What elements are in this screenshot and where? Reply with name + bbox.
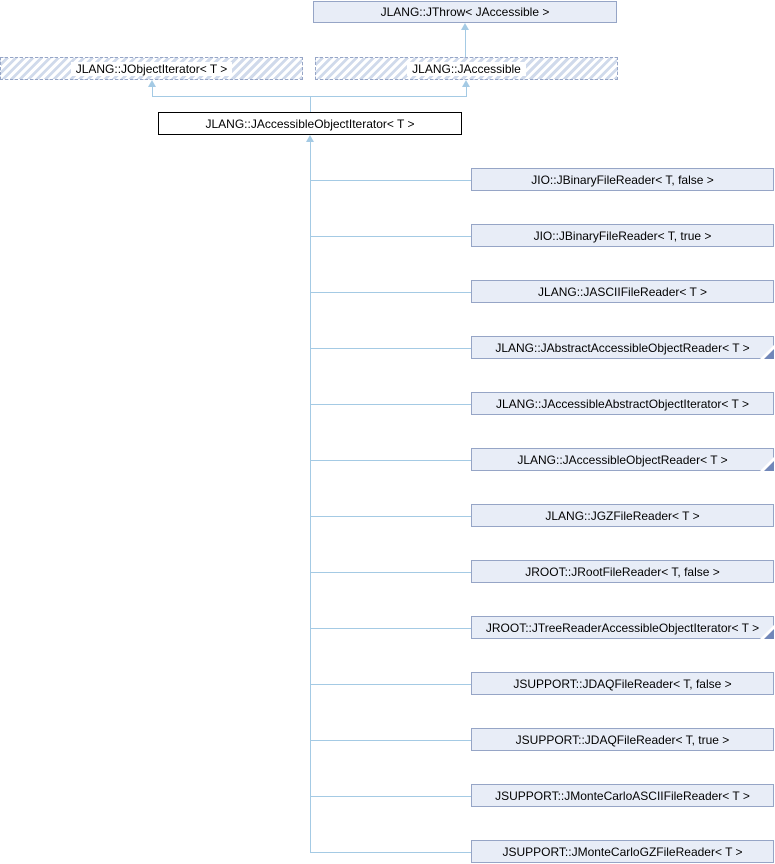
derived-class-node[interactable]: JSUPPORT::JDAQFileReader< T, true > (471, 728, 774, 751)
truncation-fold-icon (760, 457, 774, 471)
node-jthrow[interactable]: JLANG::JThrow< JAccessible > (313, 1, 617, 23)
node-label: JLANG::JObjectIterator< T > (70, 61, 233, 76)
arrowhead-up-icon (462, 80, 470, 87)
derived-class-label: JSUPPORT::JMonteCarloASCIIFileReader< T … (495, 788, 750, 803)
edge-main-stub (310, 96, 311, 112)
edge-branch (310, 796, 471, 797)
edge-branch (310, 684, 471, 685)
node-jobjectiterator[interactable]: JLANG::JObjectIterator< T > (0, 57, 303, 80)
derived-class-label: JLANG::JGZFileReader< T > (545, 508, 700, 523)
arrowhead-up-icon (461, 23, 469, 30)
derived-class-node[interactable]: JIO::JBinaryFileReader< T, false > (471, 168, 774, 191)
derived-class-label: JSUPPORT::JDAQFileReader< T, false > (513, 676, 732, 691)
edge-parents-connector (152, 96, 467, 97)
truncation-fold-icon (760, 345, 774, 359)
derived-class-label: JIO::JBinaryFileReader< T, true > (533, 228, 712, 243)
edge-derived-spine (310, 141, 311, 853)
derived-class-node[interactable]: JLANG::JAccessibleObjectReader< T > (471, 448, 774, 471)
derived-class-label: JSUPPORT::JDAQFileReader< T, true > (515, 732, 730, 747)
derived-class-node[interactable]: JLANG::JAbstractAccessibleObjectReader< … (471, 336, 774, 359)
edge-branch (310, 572, 471, 573)
edge-branch (310, 516, 471, 517)
edge-branch (310, 628, 471, 629)
derived-class-node[interactable]: JLANG::JGZFileReader< T > (471, 504, 774, 527)
derived-class-label: JLANG::JAbstractAccessibleObjectReader< … (495, 340, 750, 355)
derived-class-node[interactable]: JIO::JBinaryFileReader< T, true > (471, 224, 774, 247)
edge-branch (310, 180, 471, 181)
edge-branch (310, 404, 471, 405)
derived-class-node[interactable]: JSUPPORT::JMonteCarloGZFileReader< T > (471, 840, 774, 863)
node-label: JLANG::JAccessibleObjectIterator< T > (205, 116, 415, 131)
derived-class-label: JROOT::JTreeReaderAccessibleObjectIterat… (485, 620, 760, 635)
edge-branch (310, 740, 471, 741)
arrowhead-up-icon (306, 135, 314, 142)
edge-riser-right (466, 86, 467, 97)
derived-class-label: JROOT::JRootFileReader< T, false > (525, 564, 720, 579)
derived-class-label: JLANG::JASCIIFileReader< T > (538, 284, 707, 299)
arrowhead-up-icon (148, 80, 156, 87)
edge-branch (310, 292, 471, 293)
derived-class-label: JSUPPORT::JMonteCarloGZFileReader< T > (502, 844, 743, 859)
derived-class-label: JLANG::JAccessibleObjectReader< T > (517, 452, 728, 467)
derived-class-node[interactable]: JSUPPORT::JMonteCarloASCIIFileReader< T … (471, 784, 774, 807)
node-label: JLANG::JThrow< JAccessible > (380, 5, 550, 19)
edge-riser-left (152, 86, 153, 97)
derived-class-node[interactable]: JSUPPORT::JDAQFileReader< T, false > (471, 672, 774, 695)
node-label: JLANG::JAccessible (407, 61, 526, 76)
edge-branch (310, 236, 471, 237)
derived-class-node[interactable]: JLANG::JASCIIFileReader< T > (471, 280, 774, 303)
truncation-fold-icon (760, 625, 774, 639)
node-jaccessibleobjectiterator[interactable]: JLANG::JAccessibleObjectIterator< T > (158, 112, 462, 135)
edge-branch (310, 348, 471, 349)
derived-class-label: JLANG::JAccessibleAbstractObjectIterator… (496, 396, 749, 411)
derived-class-label: JIO::JBinaryFileReader< T, false > (531, 172, 714, 187)
derived-class-node[interactable]: JROOT::JRootFileReader< T, false > (471, 560, 774, 583)
derived-class-node[interactable]: JLANG::JAccessibleAbstractObjectIterator… (471, 392, 774, 415)
derived-class-node[interactable]: JROOT::JTreeReaderAccessibleObjectIterat… (471, 616, 774, 639)
node-jaccessible[interactable]: JLANG::JAccessible (315, 57, 618, 80)
edge-branch (310, 852, 471, 853)
edge-branch (310, 460, 471, 461)
edge-jaccessible-to-jthrow (465, 29, 466, 57)
